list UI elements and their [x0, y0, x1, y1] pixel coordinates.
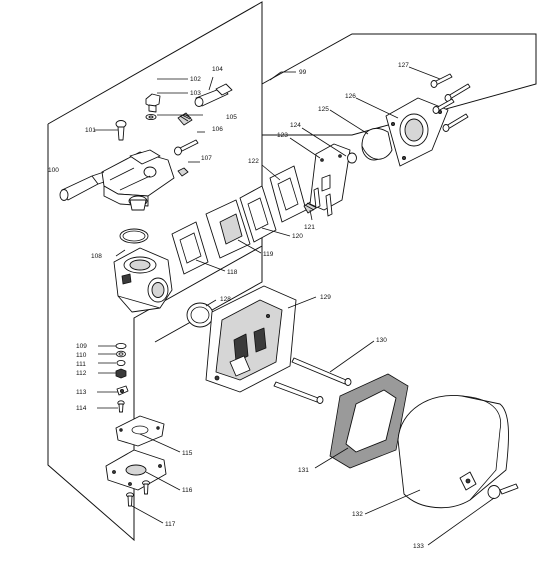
label-125: 125 — [318, 106, 329, 113]
label-112: 112 — [76, 370, 87, 377]
part-106-screw — [174, 139, 199, 156]
label-100: 100 — [48, 167, 59, 174]
label-130: 130 — [376, 337, 387, 344]
label-116: 116 — [182, 487, 193, 494]
part-111-o-ring — [116, 359, 126, 367]
part-107-nut — [177, 167, 189, 177]
part-128-gasket — [186, 302, 214, 328]
part-118-gasket — [171, 221, 209, 275]
label-129: 129 — [320, 294, 331, 301]
label-120: 120 — [292, 233, 303, 240]
label-131: 131 — [298, 467, 309, 474]
label-102: 102 — [190, 76, 201, 83]
label-109: 109 — [76, 343, 87, 350]
carburetor-lower-body — [113, 247, 173, 313]
part-127-screws — [430, 73, 471, 132]
part-131-filter — [329, 373, 409, 469]
part-114-screw — [117, 400, 125, 413]
label-110: 110 — [76, 352, 87, 359]
part-122-plate — [269, 165, 307, 223]
label-118: 118 — [227, 269, 238, 276]
label-132: 132 — [352, 511, 363, 518]
label-119: 119 — [263, 251, 274, 258]
part-126-bulb-cover — [385, 97, 449, 167]
label-133: 133 — [413, 543, 424, 550]
part-133-screw — [487, 483, 519, 499]
part-103-washer — [145, 113, 157, 121]
carburetor-upper-body — [101, 149, 175, 211]
label-124: 124 — [290, 122, 301, 129]
label-128: 128 — [220, 296, 231, 303]
label-122: 122 — [248, 158, 259, 165]
part-116-diaphragm-cover — [105, 449, 167, 491]
label-126: 126 — [345, 93, 356, 100]
part-130-bolts — [273, 357, 352, 404]
part-100-adjust-knob — [59, 171, 105, 201]
label-121: 121 — [304, 224, 315, 231]
part-110-gasket — [116, 350, 126, 358]
part-129-air-cleaner-base — [205, 285, 297, 393]
label-106: 106 — [212, 126, 223, 133]
label-123: 123 — [277, 132, 288, 139]
label-103: 103 — [190, 90, 201, 97]
label-113: 113 — [76, 389, 87, 396]
leader-lines — [94, 66, 495, 546]
part-124-gasket — [347, 152, 357, 164]
main-assembly-frame — [47, 1, 263, 542]
part-109-washer — [115, 342, 127, 350]
label-104: 104 — [212, 66, 223, 73]
part-104-throttle-lever — [194, 76, 233, 107]
part-105-spring — [177, 112, 193, 126]
part-123-pump-body — [309, 143, 351, 217]
label-127: 127 — [398, 62, 409, 69]
label-105: 105 — [226, 114, 237, 121]
part-113-lever — [116, 385, 129, 396]
part-125-primer-bulb — [361, 128, 393, 161]
part-132-air-cleaner-cover — [397, 395, 509, 509]
label-115: 115 — [182, 450, 193, 457]
label-107: 107 — [201, 155, 212, 162]
label-114: 114 — [76, 405, 87, 412]
carburetor-subassembly-frame — [261, 33, 537, 136]
part-120-gasket — [239, 185, 277, 243]
part-117-screws — [126, 480, 150, 507]
part-108-o-ring — [119, 228, 149, 244]
label-117: 117 — [165, 521, 176, 528]
part-101-screw — [115, 120, 127, 141]
part-119-diaphragm — [205, 199, 251, 259]
label-111: 111 — [76, 361, 86, 368]
label-99: 99 — [299, 69, 307, 76]
label-101: 101 — [85, 127, 96, 134]
part-112-nut — [115, 368, 127, 379]
part-102-nut — [145, 93, 161, 113]
label-108: 108 — [91, 253, 102, 260]
